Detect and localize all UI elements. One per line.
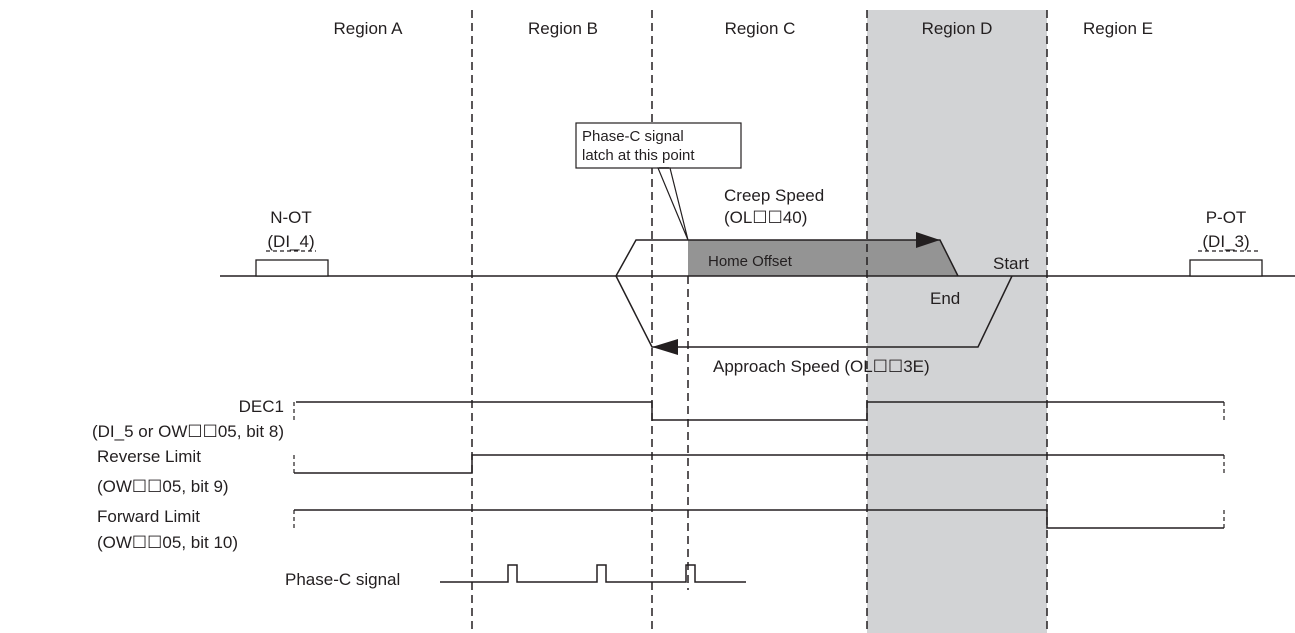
p-ot-sensor (1189, 259, 1263, 277)
p-ot-label: P-OT (1206, 208, 1247, 227)
home-offset-label: Home Offset (708, 253, 793, 270)
dec1-source: (DI_5 or OW☐☐05, bit 8) (92, 422, 284, 441)
region-b-label: Region B (528, 19, 598, 38)
approach-speed-label: Approach Speed (OL☐☐3E) (713, 357, 930, 376)
creep-arrowhead (916, 232, 940, 248)
reverse-limit-source: (OW☐☐05, bit 9) (97, 477, 229, 496)
home-offset-area (688, 240, 958, 276)
creep-speed-label: Creep Speed (724, 186, 824, 205)
n-ot-label: N-OT (270, 208, 312, 227)
dec1-label: DEC1 (239, 397, 284, 416)
region-c-label: Region C (725, 19, 796, 38)
start-label: Start (993, 254, 1029, 273)
reverse-limit-waveform (294, 454, 1224, 474)
region-e-label: Region E (1083, 19, 1153, 38)
latch-callout-pointer (657, 167, 689, 241)
approach-arrowhead (652, 339, 678, 355)
reverse-limit-label: Reverse Limit (97, 447, 201, 466)
latch-callout-line2: latch at this point (582, 147, 695, 164)
phase-c-waveform (440, 564, 746, 583)
n-ot-sensor (255, 259, 329, 277)
phase-c-signal-label: Phase-C signal (285, 570, 400, 589)
region-a-label: Region A (334, 19, 404, 38)
dec1-waveform (296, 401, 1224, 421)
latch-callout-box (575, 122, 742, 169)
latch-callout-line1: Phase-C signal (582, 128, 684, 145)
end-label: End (930, 289, 960, 308)
p-ot-input: (DI_3) (1202, 232, 1249, 251)
n-ot-input: (DI_4) (267, 232, 314, 251)
forward-limit-source: (OW☐☐05, bit 10) (97, 533, 238, 552)
region-d-label: Region D (922, 19, 993, 38)
creep-speed-register: (OL☐☐40) (724, 208, 807, 227)
region-d-shading (867, 10, 1047, 633)
forward-limit-label: Forward Limit (97, 507, 200, 526)
forward-limit-waveform (294, 509, 1224, 529)
